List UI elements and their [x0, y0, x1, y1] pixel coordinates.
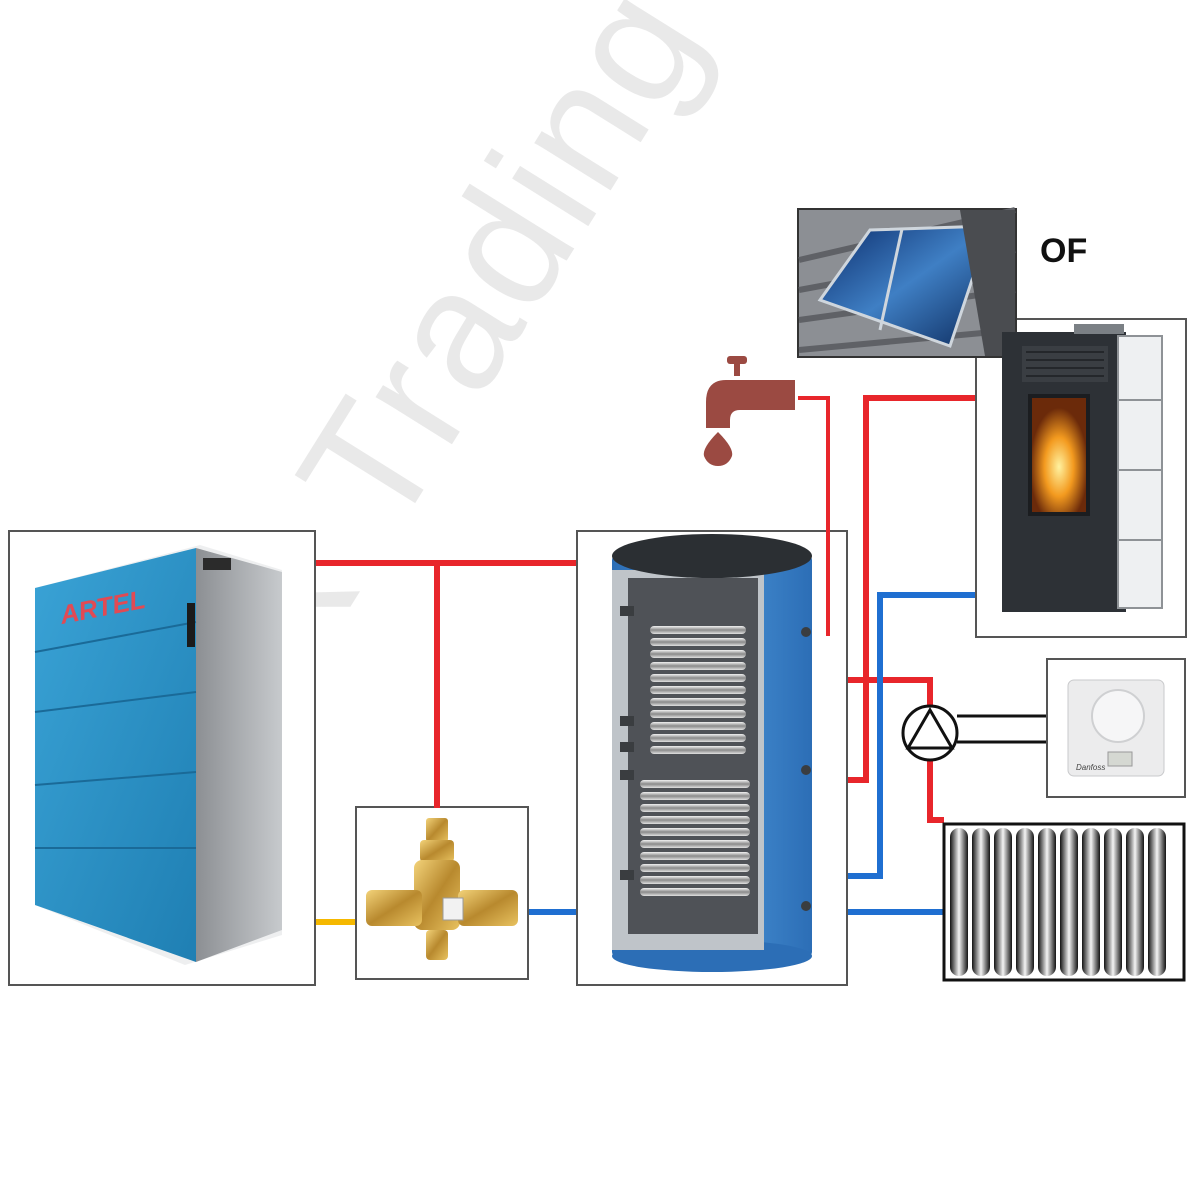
boiler-handle [187, 603, 195, 647]
stove-flow-pipe [848, 395, 975, 783]
room-thermostat: Danfoss [1067, 679, 1165, 777]
upper-coil [650, 626, 746, 754]
stove-return-pipe [848, 592, 975, 879]
thermostat-brand: Danfoss [1076, 763, 1105, 772]
pellet-stove [1002, 324, 1163, 612]
thermostatic-mixing-valve [366, 818, 518, 960]
thermostat-dial [1091, 689, 1145, 743]
tank-inner [628, 578, 758, 934]
solar-collector [798, 207, 1016, 356]
cold-pipes [529, 592, 975, 915]
stove-flame-window [1028, 394, 1090, 516]
radiator [942, 822, 1186, 982]
boiler-side-panel [196, 548, 282, 962]
water-drop [703, 432, 733, 466]
boiler: ARTEL [34, 545, 282, 965]
hot-water-tank [612, 534, 812, 972]
boiler-control-panel [203, 558, 231, 570]
stove-label: OF [1040, 232, 1088, 270]
boiler-front-panel [35, 548, 196, 962]
stove-top-display [1074, 324, 1124, 334]
water-tap [703, 356, 795, 466]
circulation-pump [901, 704, 1046, 762]
tank-top [612, 534, 812, 578]
tap-hot-pipe [798, 396, 830, 636]
tank-ports [620, 606, 811, 911]
lower-coil [640, 780, 750, 896]
